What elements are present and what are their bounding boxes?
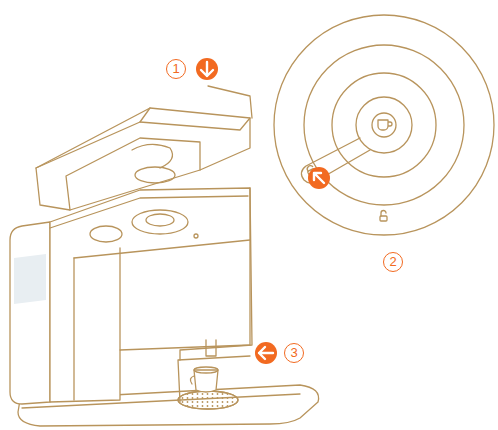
dial-diagram [274,15,494,235]
callout-number: 1 [166,59,186,79]
callout-number: 3 [284,343,304,363]
coffee-machine [10,86,319,426]
callout-number: 2 [383,252,403,272]
arrow-markers [196,58,330,364]
